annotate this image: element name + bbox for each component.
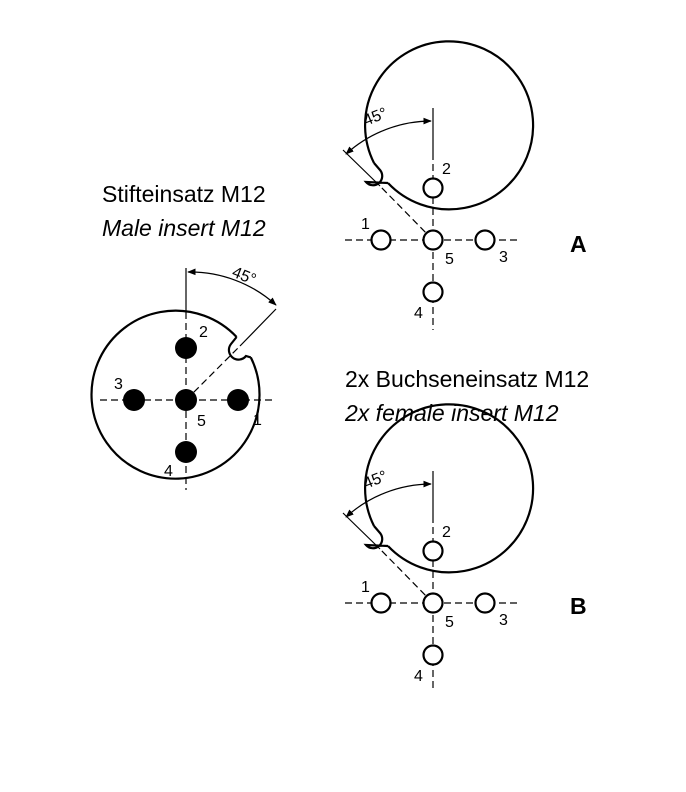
male-pin-label-1: 1 xyxy=(253,412,262,429)
female-a-socket-3 xyxy=(474,229,496,251)
male-ref-line-diagonal xyxy=(239,308,277,347)
male-pin-label-5: 5 xyxy=(197,413,206,430)
female-insert-b: 45° xyxy=(342,403,535,692)
female-b-socket-5 xyxy=(422,592,444,614)
female-b-outline xyxy=(363,403,535,574)
female-b-angle-arc xyxy=(345,480,432,518)
male-key-notch xyxy=(227,336,252,361)
female-a-socket-4 xyxy=(422,281,444,303)
male-outline xyxy=(90,309,261,480)
female-a-sockets xyxy=(370,177,496,303)
male-pin-label-4: 4 xyxy=(164,463,173,480)
male-pin-5 xyxy=(175,389,197,411)
female-insert-a: 45° xyxy=(342,40,535,330)
male-insert xyxy=(90,309,261,480)
female-b-angle-label: 45° xyxy=(361,468,390,493)
female-a-pin-label-4: 4 xyxy=(414,305,423,322)
male-title-en: Male insert M12 xyxy=(102,215,266,241)
female-b-socket-1 xyxy=(370,592,392,614)
female-a-socket-2 xyxy=(422,177,444,199)
female-b-socket-4 xyxy=(422,644,444,666)
female-a-pin-label-3: 3 xyxy=(499,249,508,266)
female-b-ref-line-diagonal xyxy=(342,512,381,550)
label-b: B xyxy=(570,593,587,619)
female-b-pin-label-3: 3 xyxy=(499,612,508,629)
male-pin-3 xyxy=(123,389,145,411)
male-pin-2 xyxy=(175,337,197,359)
male-pin-4 xyxy=(175,441,197,463)
female-a-key-notch xyxy=(363,162,389,187)
female-b-pin-label-2: 2 xyxy=(442,524,451,541)
male-pins xyxy=(123,337,249,463)
female-a-socket-1 xyxy=(370,229,392,251)
female-a-pin-label-2: 2 xyxy=(442,161,451,178)
female-a-pin-label-1: 1 xyxy=(361,216,370,233)
male-pin-label-3: 3 xyxy=(114,376,123,393)
female-a-angle-arc xyxy=(345,117,432,155)
label-a: A xyxy=(570,231,587,257)
female-title-de: 2x Buchseneinsatz M12 xyxy=(345,366,590,392)
female-b-pin-label-5: 5 xyxy=(445,614,454,631)
female-b-socket-2 xyxy=(422,540,444,562)
female-title-en: 2x female insert M12 xyxy=(345,400,559,426)
female-a-ref-line-diagonal xyxy=(342,149,381,187)
female-a-outline xyxy=(363,40,535,211)
male-title-de: Stifteinsatz M12 xyxy=(102,181,266,207)
female-b-pin-label-1: 1 xyxy=(361,579,370,596)
female-b-sockets xyxy=(370,540,496,666)
female-b-pin-label-4: 4 xyxy=(414,668,423,685)
male-pin-1 xyxy=(227,389,249,411)
female-a-pin-label-5: 5 xyxy=(445,251,454,268)
female-a-angle-label: 45° xyxy=(361,105,390,130)
male-pin-label-2: 2 xyxy=(199,324,208,341)
female-b-socket-3 xyxy=(474,592,496,614)
female-a-socket-5 xyxy=(422,229,444,251)
female-b-key-notch xyxy=(363,525,389,550)
male-angle-arc xyxy=(187,268,277,306)
male-angle-label: 45° xyxy=(230,264,259,289)
